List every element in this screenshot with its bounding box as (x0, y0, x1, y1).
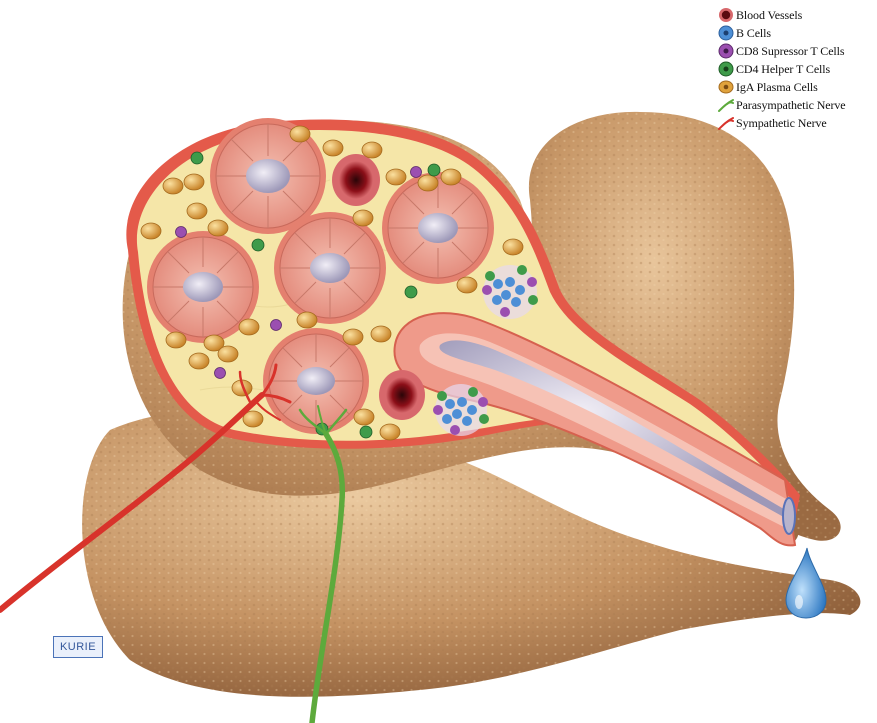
legend-label: CD8 Supressor T Cells (736, 44, 844, 59)
b-cell-icon (716, 24, 736, 42)
cd4-helper-t-cell-icon (716, 60, 736, 78)
legend-item-cd4-helper-t-cells: CD4 Helper T Cells (716, 60, 874, 78)
iga-plasma-cell-icon (716, 78, 736, 96)
legend-label: CD4 Helper T Cells (736, 62, 830, 77)
legend-item-sympathetic-nerve: Sympathetic Nerve (716, 114, 874, 132)
legend-item-iga-plasma-cells: IgA Plasma Cells (716, 78, 874, 96)
legend-label: B Cells (736, 26, 771, 41)
legend-item-blood-vessels: Blood Vessels (716, 6, 874, 24)
legend-label: Parasympathetic Nerve (736, 98, 846, 113)
acinus-center (274, 212, 386, 324)
legend-item-b-cells: B Cells (716, 24, 874, 42)
signature-text: KURIE (60, 641, 96, 653)
legend-item-parasympathetic-nerve: Parasympathetic Nerve (716, 96, 874, 114)
legend-label: Blood Vessels (736, 8, 802, 23)
artist-signature: KURIE (53, 636, 103, 658)
legend-label: IgA Plasma Cells (736, 80, 818, 95)
tear-drop (786, 548, 826, 618)
legend-label: Sympathetic Nerve (736, 116, 827, 131)
parasympathetic-nerve-icon (716, 96, 736, 114)
blood-vessel-icon (716, 6, 736, 24)
acinus-top-right (382, 172, 494, 284)
legend-item-cd8-suppressor-t-cells: CD8 Supressor T Cells (716, 42, 874, 60)
cd8-suppressor-t-cell-icon (716, 42, 736, 60)
legend: Blood Vessels B Cells CD8 Supressor T Ce… (716, 6, 874, 132)
blood-vessel-top (332, 154, 380, 206)
blood-vessel-bottom (379, 370, 425, 420)
sympathetic-nerve-icon (716, 114, 736, 132)
